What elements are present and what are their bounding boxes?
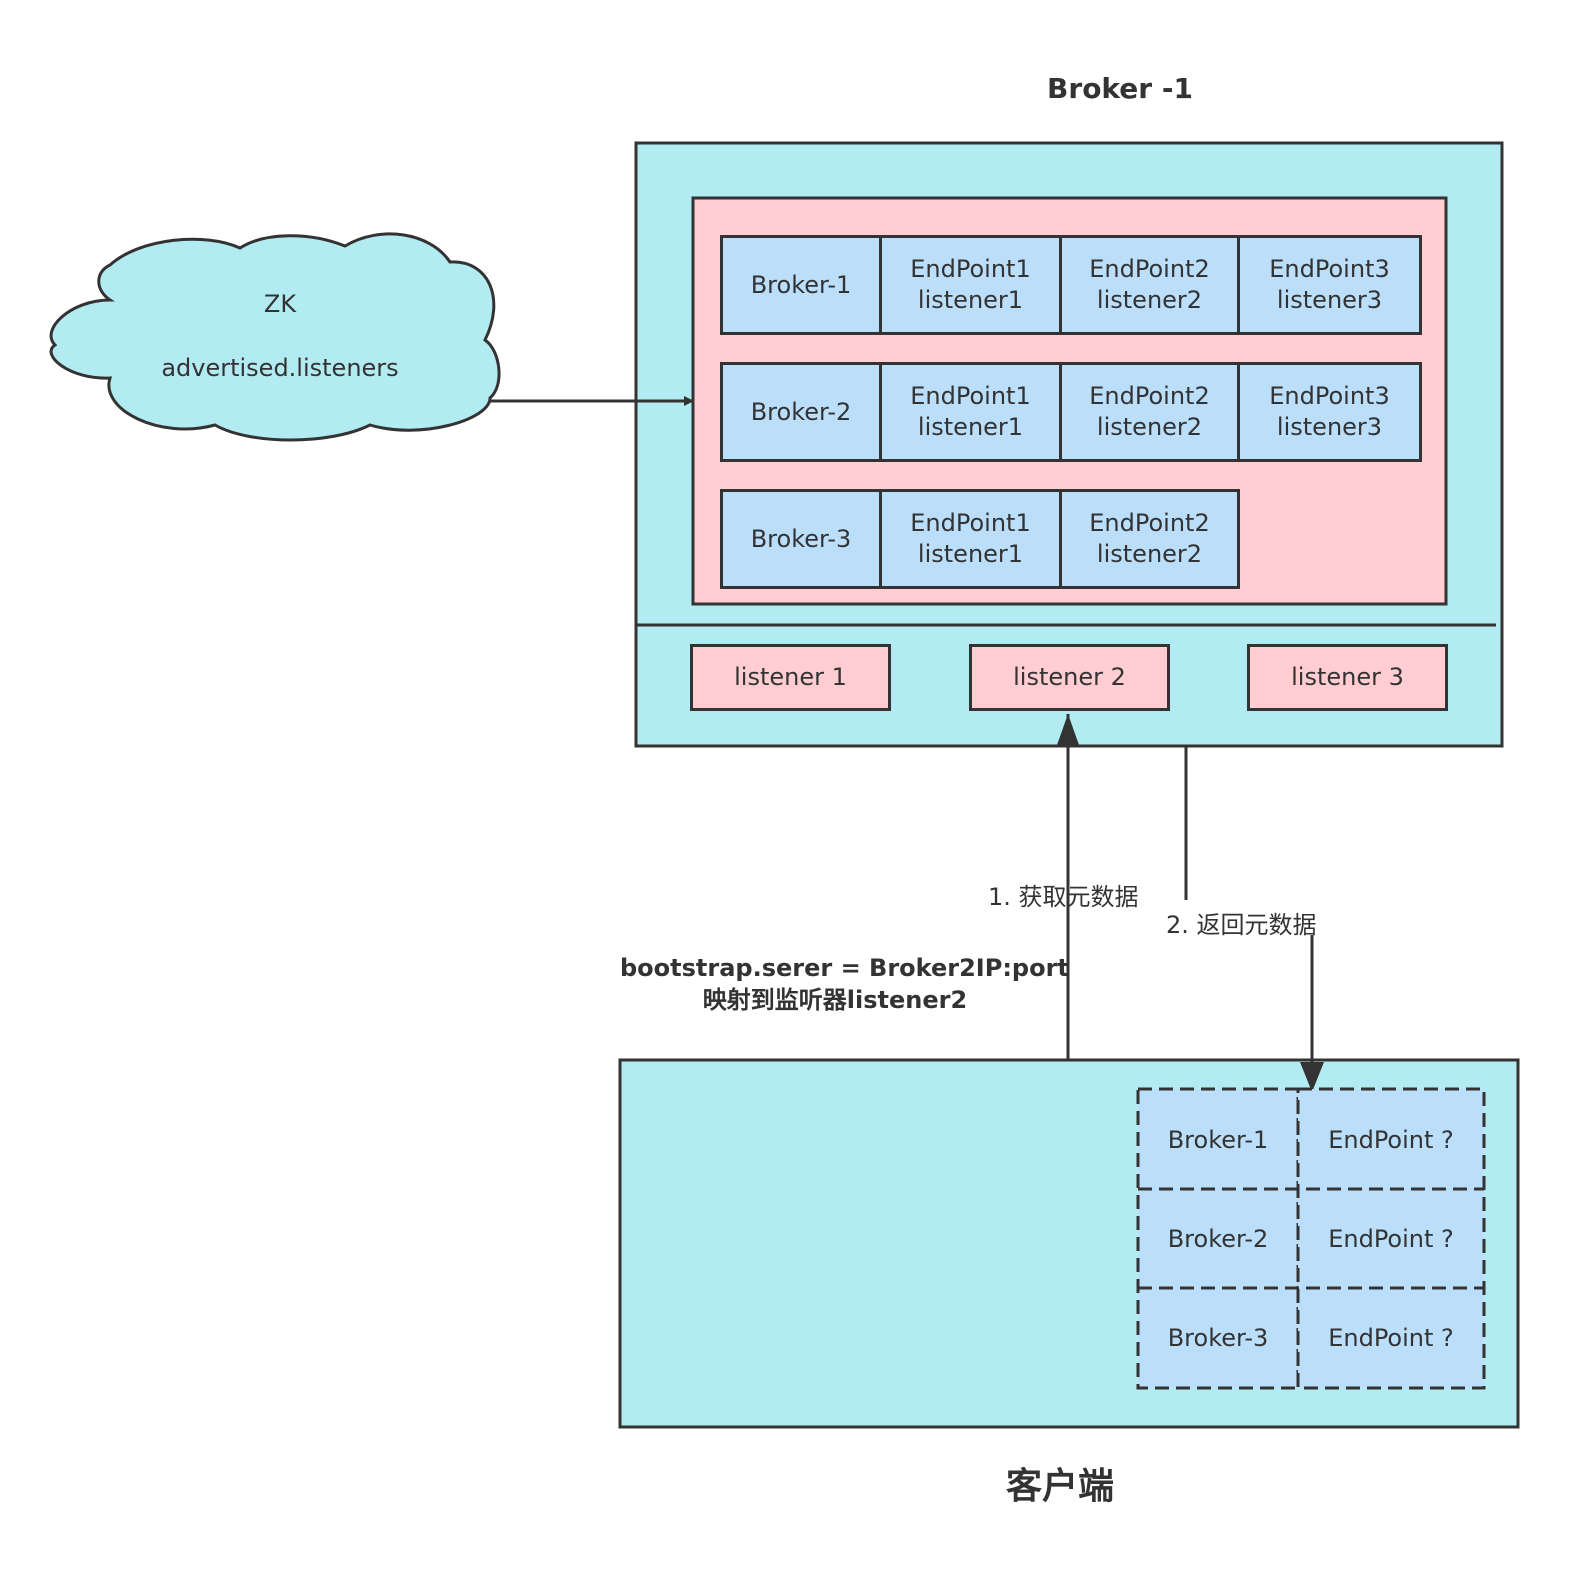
metadata-endpoint-cell: EndPoint3 listener3	[1237, 362, 1422, 462]
metadata-endpoint-cell: EndPoint1 listener1	[879, 362, 1062, 462]
bootstrap-note-line-1: bootstrap.serer = Broker2IP:port	[620, 954, 1069, 982]
client-table-endpoint-col	[1296, 1087, 1486, 1390]
broker-title: Broker -1	[1047, 72, 1193, 105]
endpoint-listener: listener2	[1096, 286, 1203, 314]
client-table-broker-col	[1136, 1087, 1300, 1390]
zk-cloud-shape	[49, 232, 501, 442]
endpoint-name: EndPoint3	[1269, 255, 1390, 283]
bootstrap-note: bootstrap.serer = Broker2IP:port 映射到监听器l…	[620, 952, 1069, 1016]
metadata-broker-cell: Broker-1	[720, 235, 882, 335]
zk-subtitle: advertised.listeners	[161, 354, 399, 382]
metadata-endpoint-cell: EndPoint1 listener1	[879, 235, 1062, 335]
endpoint-listener: listener3	[1276, 286, 1383, 314]
endpoint-name: EndPoint1	[910, 255, 1031, 283]
client-table-endpoint-cell: EndPoint ?	[1328, 1125, 1454, 1154]
endpoint-listener: listener1	[917, 540, 1024, 568]
metadata-endpoint-cell: EndPoint2 listener2	[1059, 362, 1240, 462]
endpoint-name: EndPoint2	[1089, 509, 1210, 537]
endpoint-listener: listener3	[1276, 413, 1383, 441]
listener-box-1: listener 1	[690, 644, 891, 711]
client-table-broker-cell: Broker-2	[1167, 1224, 1269, 1253]
endpoint-name: EndPoint3	[1269, 382, 1390, 410]
metadata-broker-cell: Broker-2	[720, 362, 882, 462]
client-table-broker-cell: Broker-3	[1167, 1323, 1269, 1352]
listener-label: listener 3	[1291, 663, 1404, 691]
listener-box-3: listener 3	[1247, 644, 1448, 711]
client-title: 客户端	[1005, 1466, 1114, 1507]
endpoint-name: EndPoint1	[910, 382, 1031, 410]
metadata-endpoint-cell: EndPoint1 listener1	[879, 489, 1062, 589]
listener-label: listener 1	[734, 663, 847, 691]
metadata-broker-label: Broker-2	[750, 397, 852, 426]
metadata-broker-label: Broker-1	[750, 270, 852, 299]
bootstrap-note-line-2: 映射到监听器listener2	[702, 986, 968, 1014]
request-arrow-head	[1057, 714, 1079, 745]
client-table-broker-cell: Broker-1	[1167, 1125, 1269, 1154]
endpoint-name: EndPoint1	[910, 509, 1031, 537]
zk-label: ZK	[263, 290, 297, 318]
metadata-broker-cell: Broker-3	[720, 489, 882, 589]
response-arrow-head	[1300, 1062, 1324, 1092]
listener-box-2: listener 2	[969, 644, 1170, 711]
endpoint-name: EndPoint2	[1089, 382, 1210, 410]
metadata-endpoint-cell: EndPoint2 listener2	[1059, 489, 1240, 589]
request-label: 1. 获取元数据	[988, 883, 1139, 911]
response-label: 2. 返回元数据	[1166, 911, 1317, 939]
metadata-endpoint-cell: EndPoint2 listener2	[1059, 235, 1240, 335]
client-table-endpoint-cell: EndPoint ?	[1328, 1323, 1454, 1352]
metadata-broker-label: Broker-3	[750, 524, 852, 553]
endpoint-listener: listener2	[1096, 540, 1203, 568]
metadata-endpoint-cell: EndPoint3 listener3	[1237, 235, 1422, 335]
listener-label: listener 2	[1013, 663, 1126, 691]
endpoint-listener: listener1	[917, 286, 1024, 314]
endpoint-name: EndPoint2	[1089, 255, 1210, 283]
endpoint-listener: listener1	[917, 413, 1024, 441]
client-table-endpoint-cell: EndPoint ?	[1328, 1224, 1454, 1253]
endpoint-listener: listener2	[1096, 413, 1203, 441]
